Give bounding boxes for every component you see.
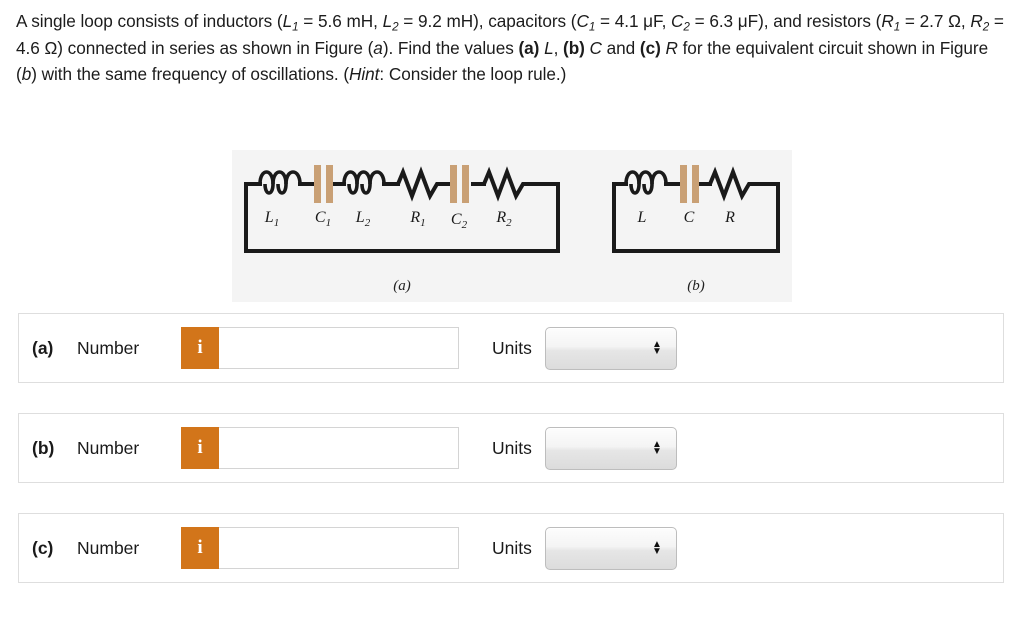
answer-row-a: (a) Number i Units ▲▼ xyxy=(18,313,1004,383)
units-dropdown-c[interactable]: ▲▼ xyxy=(544,526,677,570)
part-label-a: (a) xyxy=(32,337,54,358)
number-field-b: i xyxy=(181,427,459,469)
answer-row-b: (b) Number i Units ▲▼ xyxy=(18,413,1004,483)
variable-L: L xyxy=(539,37,554,58)
symbol-R2-subscript: 2 xyxy=(982,20,990,34)
symbol-L1: L xyxy=(282,11,293,31)
figure-caption-a: (a) xyxy=(393,278,411,294)
symbol-R1-subscript: 1 xyxy=(893,20,901,34)
hint-label: Hint xyxy=(349,64,380,84)
figure-caption-b: (b) xyxy=(687,278,705,294)
symbol-R2: R xyxy=(970,11,983,31)
inductor-L1-symbol xyxy=(258,170,302,195)
circuit-b-svg: L C R xyxy=(612,165,780,253)
chevron-updown-icon: ▲▼ xyxy=(651,339,662,357)
label-R2: R2 xyxy=(495,209,512,229)
symbol-L2-subscript: 2 xyxy=(392,20,399,34)
label-L1: L1 xyxy=(264,209,279,229)
answer-row-c: (c) Number i Units ▲▼ xyxy=(18,513,1004,583)
chevron-updown-icon: ▲▼ xyxy=(651,439,662,457)
resistor-R2-symbol xyxy=(482,166,526,202)
figure-panel: L1 C1 L2 R1 C2 R2 (a) xyxy=(232,150,792,302)
part-marker-b: (b) xyxy=(563,37,585,58)
number-input-c[interactable] xyxy=(219,527,459,569)
label-R: R xyxy=(724,209,735,226)
label-C: C xyxy=(684,209,695,226)
info-icon[interactable]: i xyxy=(181,427,219,469)
part-label-c: (c) xyxy=(32,537,54,558)
symbol-R1: R xyxy=(881,11,894,31)
units-dropdown-b[interactable]: ▲▼ xyxy=(544,426,677,470)
value-C2: = 6.3 μF), and resistors ( xyxy=(689,11,882,31)
label-R1: R1 xyxy=(409,209,425,229)
info-icon[interactable]: i xyxy=(181,527,219,569)
circuit-a-svg: L1 C1 L2 R1 C2 R2 xyxy=(244,165,560,253)
symbol-L2: L xyxy=(382,11,393,31)
problem-text-segment: , xyxy=(553,37,564,58)
value-R2: = 4.6 Ω) connected in series as shown in… xyxy=(16,11,1004,58)
variable-C: C xyxy=(584,37,602,58)
label-L: L xyxy=(637,209,647,226)
circuit-diagram-a: L1 C1 L2 R1 C2 R2 (a) xyxy=(232,150,572,302)
units-label-b: Units xyxy=(492,437,532,458)
problem-text-segment: ). Find the values xyxy=(382,37,519,58)
problem-text-segment: for the equivalent circuit shown in Figu… xyxy=(16,37,989,85)
problem-text-segment: ) with the same frequency of oscillation… xyxy=(31,64,350,84)
inductor-L-symbol xyxy=(624,170,668,195)
problem-text-segment: : Consider the loop rule.) xyxy=(379,64,567,84)
part-marker-c: (c) xyxy=(639,37,661,58)
number-label-a: Number xyxy=(77,337,140,358)
number-input-a[interactable] xyxy=(219,327,459,369)
problem-text-segment: and xyxy=(601,37,640,58)
number-label-b: Number xyxy=(77,437,140,458)
part-label-b: (b) xyxy=(32,437,55,458)
symbol-C2: C xyxy=(671,11,684,31)
symbol-C1-subscript: 1 xyxy=(588,20,596,34)
resistor-R1-symbol xyxy=(396,166,440,202)
symbol-C2-subscript: 2 xyxy=(683,20,690,34)
label-C2: C2 xyxy=(451,211,468,231)
number-field-c: i xyxy=(181,527,459,569)
number-input-b[interactable] xyxy=(219,427,459,469)
problem-statement: A single loop consists of inductors (L1 … xyxy=(16,8,1008,88)
capacitor-C1-symbol xyxy=(314,165,333,203)
value-L1: = 5.6 mH, xyxy=(298,11,383,31)
problem-text-segment: A single loop consists of inductors ( xyxy=(16,11,283,31)
capacitor-C-symbol xyxy=(680,165,699,203)
units-dropdown-a[interactable]: ▲▼ xyxy=(544,326,677,370)
resistor-R-symbol xyxy=(708,166,752,202)
info-icon[interactable]: i xyxy=(181,327,219,369)
label-L2: L2 xyxy=(355,209,371,229)
units-label-c: Units xyxy=(492,537,532,558)
symbol-L1-subscript: 1 xyxy=(292,20,299,34)
number-label-c: Number xyxy=(77,537,140,558)
variable-R: R xyxy=(660,37,678,58)
label-C1: C1 xyxy=(315,209,331,229)
figure-ref-b: b xyxy=(21,64,32,84)
value-L2: = 9.2 mH), capacitors ( xyxy=(398,11,577,31)
units-label-a: Units xyxy=(492,337,532,358)
figure-ref-a: a xyxy=(373,37,383,58)
circuit-diagram-b: L C R (b) xyxy=(600,150,792,302)
capacitor-C2-symbol xyxy=(450,165,469,203)
symbol-C1: C xyxy=(576,11,589,31)
part-marker-a: (a) xyxy=(518,37,540,58)
chevron-updown-icon: ▲▼ xyxy=(651,539,662,557)
value-R1: = 2.7 Ω, xyxy=(900,11,971,31)
inductor-L2-symbol xyxy=(342,170,386,195)
value-C1: = 4.1 μF, xyxy=(595,11,672,31)
number-field-a: i xyxy=(181,327,459,369)
